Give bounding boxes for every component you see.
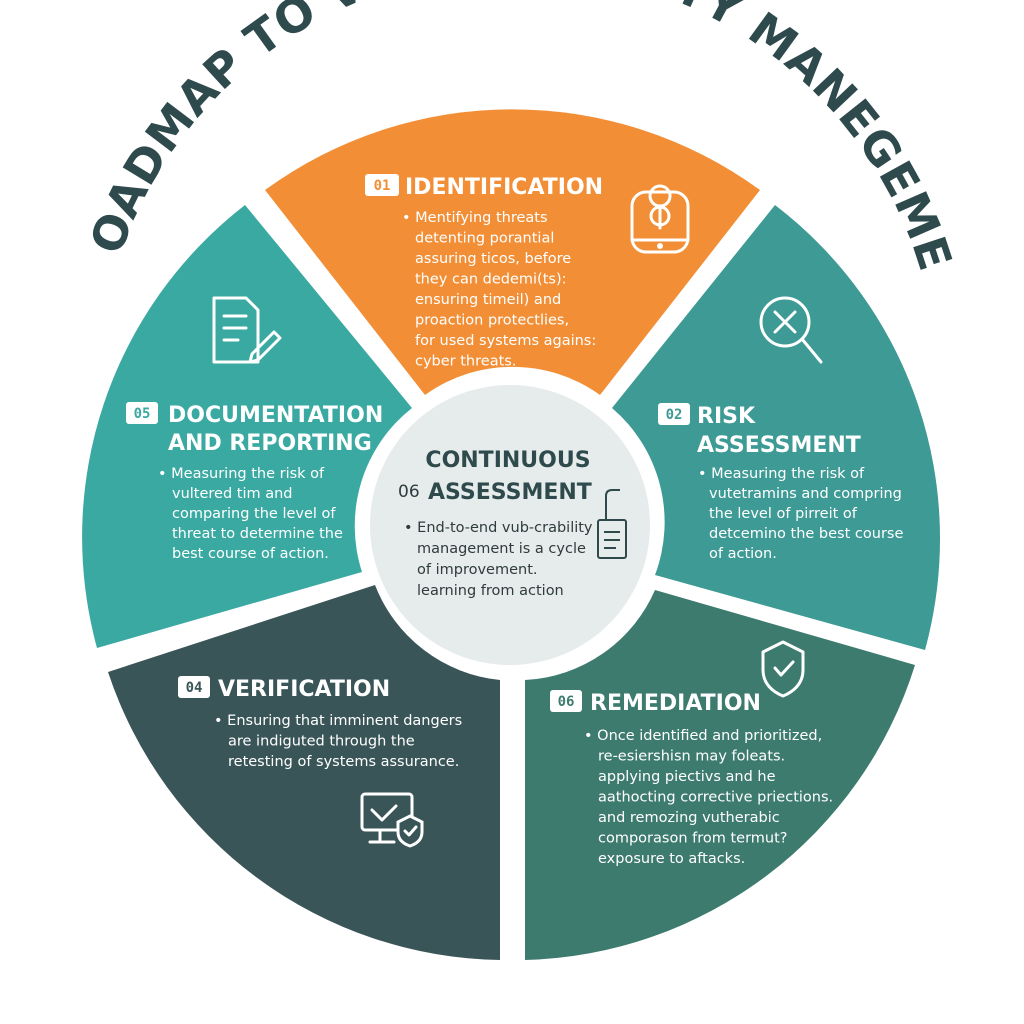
body-line: learning from action (417, 583, 564, 599)
step-number: 04 (186, 680, 203, 696)
segment-body: • Once identified and prioritized, re-esi… (584, 728, 833, 867)
body-line: management is a cycle (417, 541, 586, 557)
body-line: detcemino the best course (709, 526, 903, 542)
body-line: cyber threats. (415, 354, 516, 370)
magnifier-x-icon (759, 296, 823, 364)
body-line: the level of pirreit of (709, 506, 858, 522)
risk-assessment-block: 02 RISK ASSESSMENT • Measuring the risk … (658, 296, 903, 562)
body-line: best course of action. (172, 546, 329, 562)
body-line: proaction protectlies, (415, 313, 569, 329)
center-body: • End-to-end vub-crability management is … (404, 520, 593, 599)
segment-risk-assessment (612, 205, 941, 650)
shield-check-icon (761, 640, 805, 698)
body-line: vutetramins and compring (709, 486, 902, 502)
segment-body: • Ensuring that imminent dangers are indi… (214, 713, 462, 770)
step-number-box (550, 690, 582, 712)
body-line: • Once identified and prioritized, (584, 728, 822, 744)
segment-title-line1: RISK (697, 404, 756, 429)
segment-documentation (82, 205, 412, 648)
step-number: 01 (374, 178, 391, 194)
center-block: CONTINUOUS 06 ASSESSMENT • End-to-end vu… (398, 448, 627, 599)
body-line: they can dedemi(ts): (415, 272, 567, 288)
body-line: of action. (709, 546, 777, 562)
segments (82, 109, 941, 960)
body-line: comparing the level of (172, 506, 336, 522)
step-number-box (126, 402, 158, 424)
segment-body: • Measuring the risk of vultered tim and c… (158, 466, 343, 562)
segment-title: VERIFICATION (218, 677, 390, 702)
body-line: comporason from termut? (598, 831, 787, 847)
body-line: and remozing vutherabic (598, 810, 780, 826)
step-number-box (178, 676, 210, 698)
segment-remediation (525, 590, 915, 960)
body-line: vultered tim and (172, 486, 293, 502)
body-line: ensuring timeil) and (415, 292, 561, 308)
step-number: 02 (666, 407, 683, 423)
document-pen-icon (212, 296, 282, 364)
segment-title-line2: ASSESSMENT (697, 433, 861, 458)
body-line: • Ensuring that imminent dangers (214, 713, 462, 729)
verification-block: 04 VERIFICATION • Ensuring that imminent… (178, 676, 462, 848)
identification-block: 01 IDENTIFICATION • Mentifying threats de… (365, 174, 690, 370)
body-line: • Measuring the risk of (698, 466, 865, 482)
documentation-block: 05 DOCUMENTATION AND REPORTING • Measuri… (126, 296, 383, 562)
center-title-line1: CONTINUOUS (425, 448, 590, 473)
step-number: 05 (134, 406, 151, 422)
center-circle (370, 385, 650, 665)
monitor-shield-icon (360, 792, 424, 848)
body-line: threat to determine the (172, 526, 343, 542)
center-number: 06 (398, 482, 420, 502)
body-line: exposure to aftacks. (598, 851, 745, 867)
center-title-line2: ASSESSMENT (428, 480, 592, 505)
body-line: • Mentifying threats (402, 210, 548, 226)
step-number-box (658, 403, 690, 425)
body-line: detenting porantial (415, 231, 554, 247)
step-number: 06 (558, 694, 575, 710)
body-line: • Measuring the risk of (158, 466, 325, 482)
segment-title-line2: AND REPORTING (168, 431, 372, 456)
segment-title: REMEDIATION (590, 691, 761, 716)
body-line: for used systems agains: (415, 333, 596, 349)
body-line: of improvement. (417, 562, 538, 578)
body-line: re-esiershisn may foleats. (598, 749, 785, 765)
remediation-block: 06 REMEDIATION • Once identified and pri… (550, 640, 833, 867)
segment-title-line1: DOCUMENTATION (168, 403, 383, 428)
person-pin-icon (630, 184, 690, 254)
segment-title: IDENTIFICATION (405, 175, 603, 200)
body-line: assuring ticos, before (415, 251, 571, 267)
body-line: aathocting corrective priections. (598, 790, 833, 806)
body-line: applying piectivs and he (598, 769, 776, 785)
clipboard-report-icon (597, 489, 627, 559)
body-line: are indiguted through the (228, 734, 415, 750)
step-number-box (365, 174, 399, 196)
segment-body: • Mentifying threats detenting porantial a… (402, 210, 596, 370)
body-line: • End-to-end vub-crability (404, 520, 593, 536)
body-line: retesting of systems assurance. (228, 754, 459, 770)
segment-body: • Measuring the risk of vutetramins and c… (698, 466, 903, 562)
